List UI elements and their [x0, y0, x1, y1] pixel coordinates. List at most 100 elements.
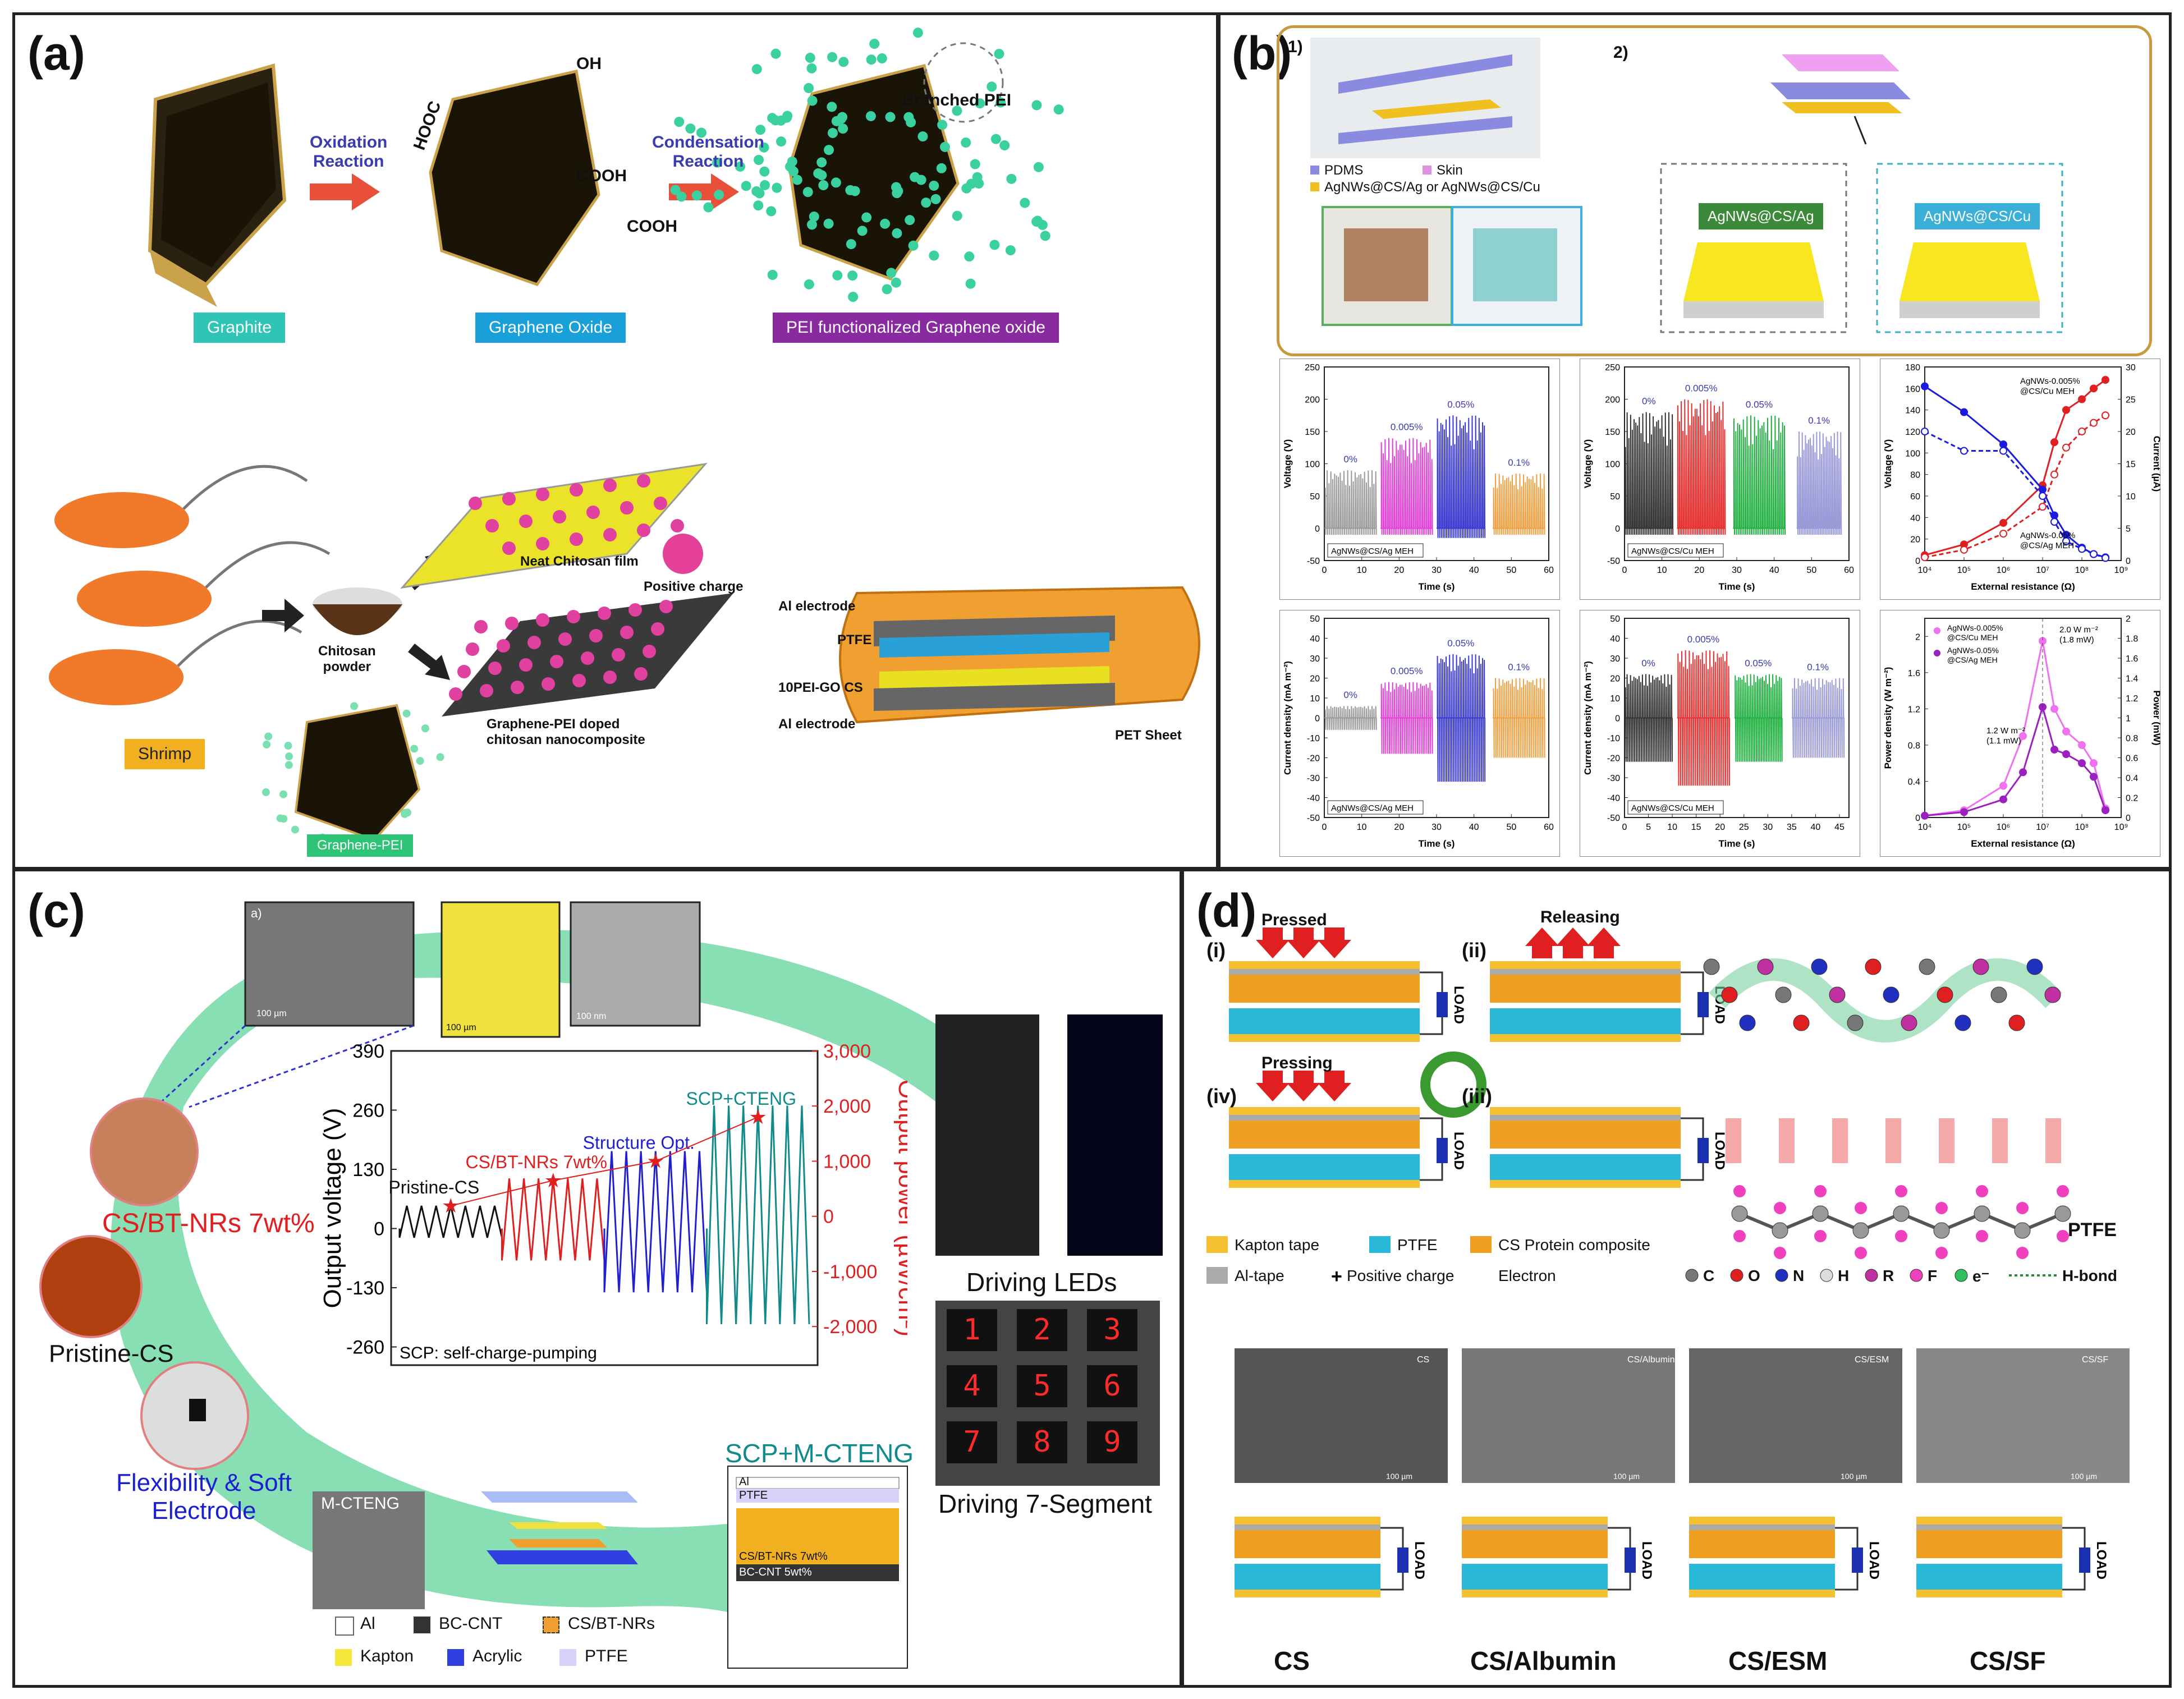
x-tick-label: 30 — [1732, 566, 1742, 575]
x-tick-label: 50 — [1506, 566, 1516, 575]
pei-dot — [832, 270, 843, 281]
sem-image — [1235, 1348, 1448, 1483]
series-trace — [1380, 438, 1433, 535]
charge-dot — [634, 667, 648, 681]
y-tick-label: 1.6 — [1908, 669, 1920, 678]
pei-dot — [770, 48, 781, 59]
dev-iv-top-al — [1229, 1115, 1420, 1121]
legend-kapton-tape: Kapton tape — [1235, 1236, 1320, 1253]
charge-transfer-arrow — [1885, 1118, 1901, 1163]
annotation: @CS/Ag MEH — [2020, 541, 2074, 550]
x-tick-label: 25 — [1739, 823, 1749, 832]
legend-ptfe: PTFE — [585, 1647, 628, 1665]
pressed-label: Pressed — [1261, 911, 1327, 929]
x-tick-label: 40 — [1469, 823, 1479, 832]
pei-dot — [410, 745, 419, 753]
protein-atom — [1829, 986, 1846, 1003]
ptfe-fluorine — [1733, 1230, 1746, 1242]
scale-bar-2: 100 µm — [446, 1023, 476, 1032]
pei-dot — [703, 202, 714, 213]
y-tick-label: -10 — [1607, 734, 1620, 743]
y-tick-label: 200 — [1605, 396, 1620, 405]
charge-transfer-arrow — [1939, 1118, 1954, 1163]
arrow-oxidation — [310, 173, 380, 210]
y-tick-label: 80 — [1910, 471, 1920, 480]
pei-dot — [804, 82, 814, 93]
seven-segment-digit: 9 — [1087, 1421, 1137, 1463]
x-axis-label: External resistance (Ω) — [1971, 581, 2075, 592]
annotation: (1.1 mW) — [1986, 736, 2021, 746]
sub-label-2: 2) — [1613, 43, 1628, 62]
series-point — [2019, 768, 2027, 777]
y-tick-label: 250 — [1305, 363, 1320, 373]
x-tick-label: 40 — [1811, 823, 1821, 832]
seven-segment-digit: 3 — [1087, 1309, 1137, 1351]
dev-iii-bottom-kapton — [1490, 1180, 1681, 1188]
series-point — [2062, 443, 2070, 452]
charge-dot — [542, 677, 555, 691]
atom-legend-dot — [1865, 1269, 1878, 1282]
series-point — [2090, 550, 2098, 558]
series-trace — [1796, 431, 1842, 535]
y2-tick-label: 0 — [2126, 557, 2131, 566]
step-i: (i) — [1206, 939, 1226, 962]
pei-dot — [674, 117, 685, 127]
ptfe-carbon — [1893, 1205, 1910, 1222]
y-tick-label: 50 — [1310, 614, 1320, 624]
annotation: 1.2 W m⁻² — [1986, 726, 2025, 736]
pei-dot — [857, 226, 868, 236]
sem-scale-1: 100 µm — [1386, 1472, 1412, 1481]
seven-segment-digit: 6 — [1087, 1365, 1137, 1407]
charge-dot — [511, 681, 524, 694]
charge-transfer-arrow — [1779, 1118, 1795, 1163]
pei-dot — [929, 250, 939, 261]
legend-ptfe-d: PTFE — [1397, 1236, 1438, 1253]
series-point — [2090, 773, 2098, 781]
legend-box — [1327, 543, 1424, 558]
dev-sem-2-cs-layer — [1689, 1530, 1835, 1558]
pei-dot — [767, 269, 778, 280]
series-point — [2062, 406, 2070, 414]
series-point — [1999, 440, 2007, 448]
charge-dot — [505, 617, 519, 630]
pei-dot — [1032, 215, 1043, 226]
ptfe-carbon — [1812, 1205, 1829, 1222]
legend-box — [1627, 800, 1724, 815]
y2-axis-label: Power (mW) — [2151, 690, 2160, 745]
series-point — [2078, 741, 2086, 749]
pei-dot — [940, 141, 951, 152]
dev-iii-top-al — [1490, 1115, 1681, 1121]
pei-dot — [882, 284, 892, 295]
dev-sem-1-ptfe-layer — [1462, 1564, 1608, 1590]
protein-atom — [1972, 958, 1989, 975]
series-point — [2090, 384, 2098, 393]
series-point — [2102, 376, 2109, 384]
branched-pei-label: Branched PEI — [902, 91, 1012, 109]
y2-tick-label: -1,000 — [823, 1261, 877, 1283]
sem-image — [1462, 1348, 1675, 1483]
x-tick-label: 20 — [1394, 566, 1404, 575]
press-arrow — [1318, 1071, 1351, 1101]
dev-sem-3-top-kapton — [1916, 1517, 2062, 1524]
y2-axis-label: Output power (µW/cm²) — [893, 1080, 907, 1337]
series-point — [1999, 782, 2007, 790]
y-tick-label: 260 — [352, 1100, 384, 1122]
charge-dot — [637, 524, 650, 537]
legend-cs-protein: CS Protein composite — [1498, 1236, 1650, 1253]
charge-dot — [628, 603, 642, 617]
series-annotation: SCP+CTENG — [686, 1089, 796, 1109]
x-tick-label: 10⁴ — [1918, 566, 1932, 575]
charge-dot — [474, 620, 488, 633]
plot-output: -260-1300130260390-2,000-1,00001,0002,00… — [319, 1041, 907, 1366]
dev-sem-1-load-label: LOAD — [1639, 1541, 1654, 1579]
dev-iv-top-kapton — [1229, 1107, 1420, 1115]
ptfe-fluorine — [2057, 1230, 2069, 1242]
y2-tick-label: 2 — [2126, 614, 2131, 624]
ptfe-fluorine — [2016, 1202, 2029, 1214]
x-tick-label: 10 — [1667, 823, 1677, 832]
pei-dot — [847, 270, 858, 281]
atom-legend-dot — [1910, 1269, 1923, 1282]
legend-kapton: Kapton — [360, 1647, 414, 1665]
dev-sem-3-load — [2079, 1548, 2090, 1573]
